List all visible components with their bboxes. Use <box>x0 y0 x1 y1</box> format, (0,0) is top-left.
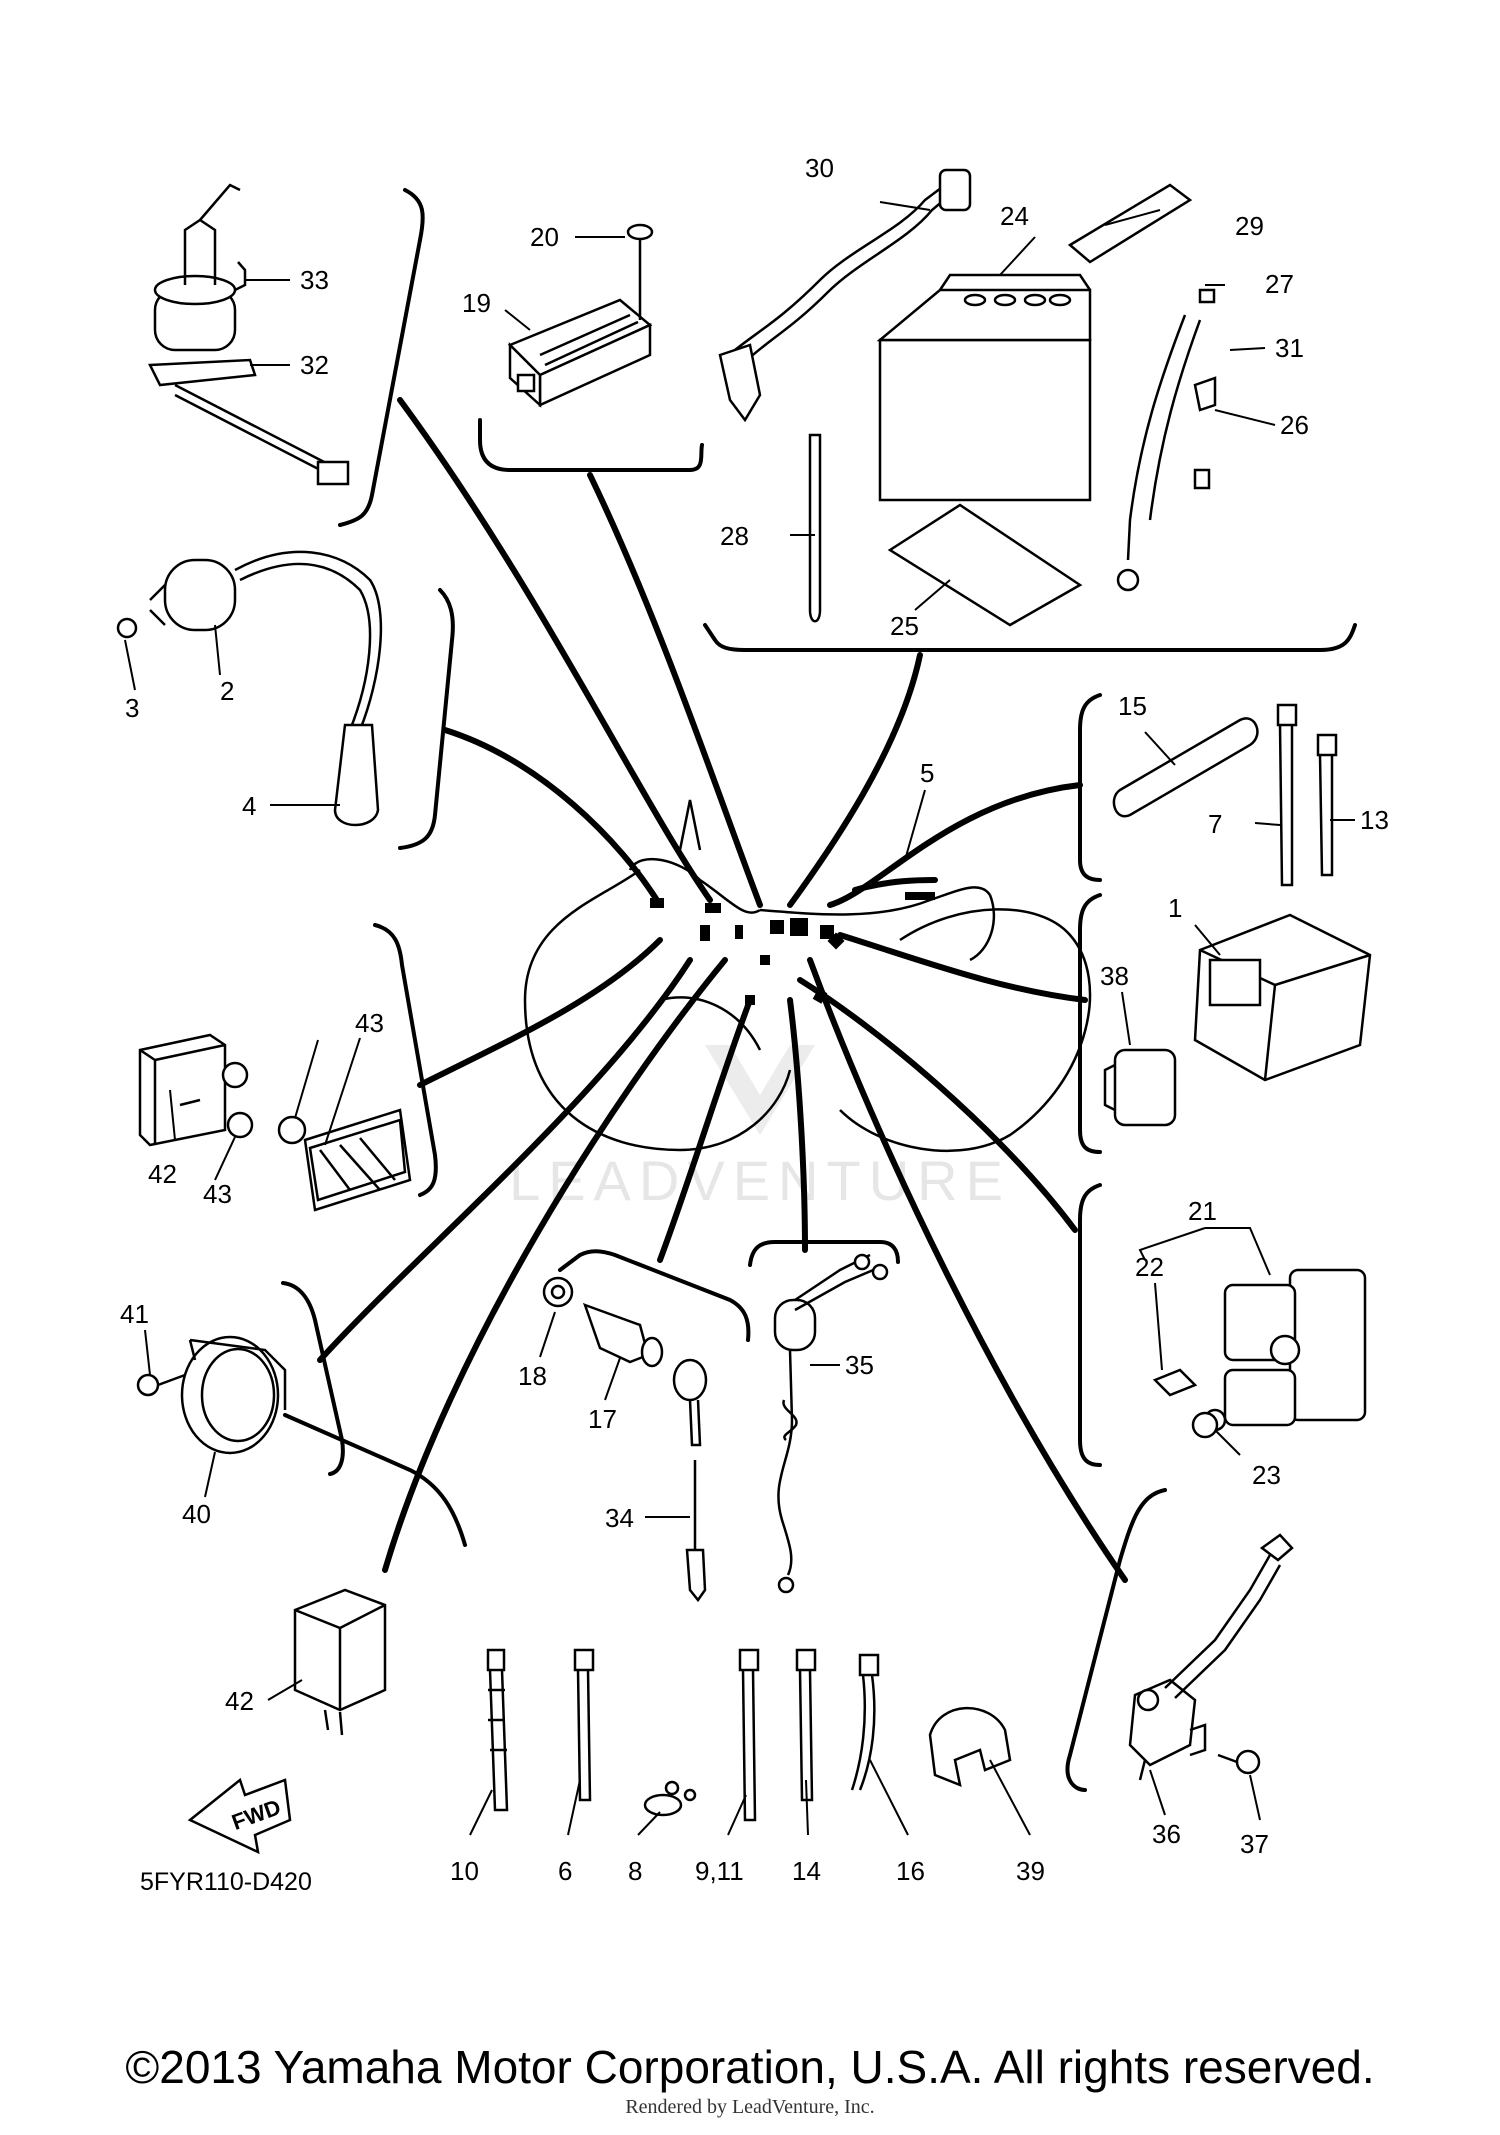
label-17: 18 <box>518 1361 547 1391</box>
label-10: 10 <box>450 1856 479 1886</box>
label-4: 4 <box>242 791 256 821</box>
starter-relay-drawing <box>1152 1268 1367 1439</box>
label-29: 30 <box>805 153 834 183</box>
rendered-by-note: Rendered by LeadVenture, Inc. <box>625 2096 875 2118</box>
ignition-coil-drawing <box>116 550 383 827</box>
label-23: 24 <box>1000 201 1029 231</box>
harness-connectors <box>650 892 935 1005</box>
label-32: 33 <box>300 265 329 295</box>
label-38: 39 <box>1016 1856 1045 1886</box>
label-2: 2 <box>220 676 234 706</box>
copyright-notice: ©2013 Yamaha Motor Corporation, U.S.A. A… <box>125 2041 1375 2093</box>
label-leaders <box>124 201 1355 1836</box>
rectifier-drawing <box>507 223 654 408</box>
label-9-11: 9,11 <box>695 1856 744 1886</box>
label-30: 31 <box>1275 333 1304 363</box>
tube-and-ties-drawing <box>1112 703 1338 887</box>
label-25: 26 <box>1280 410 1309 440</box>
sidestand-switch-drawing <box>1128 1533 1294 1781</box>
label-41: 42 <box>225 1686 254 1716</box>
label-28: 29 <box>1235 211 1264 241</box>
label-43-left: 43 <box>203 1179 232 1209</box>
relay-41-drawing <box>293 1588 387 1736</box>
label-21: 22 <box>1135 1252 1164 1282</box>
label-42-right: 43 <box>355 1008 384 1038</box>
label-26: 27 <box>1265 269 1294 299</box>
label-20: 21 <box>1188 1196 1217 1226</box>
part-labels: 33 32 20 19 30 24 29 27 31 26 28 25 2 3 … <box>120 153 1389 1896</box>
label-15: 16 <box>896 1856 925 1886</box>
label-31: 32 <box>300 350 329 380</box>
label-3: 3 <box>125 693 139 723</box>
lights-drawing <box>138 1033 412 1212</box>
label-12: 13 <box>1360 805 1389 835</box>
label-18: 19 <box>462 288 491 318</box>
rear-brake-switch-drawing <box>773 1253 889 1594</box>
label-34: 35 <box>845 1350 874 1380</box>
label-40: 41 <box>120 1299 149 1329</box>
label-24: 25 <box>890 611 919 641</box>
label-6: 6 <box>558 1856 572 1886</box>
label-36: 37 <box>1240 1829 1269 1859</box>
label-37: 38 <box>1100 961 1129 991</box>
group-brackets <box>281 188 1357 1792</box>
label-5: 5 <box>920 758 934 788</box>
label-27: 28 <box>720 521 749 551</box>
label-14: 15 <box>1118 691 1147 721</box>
motorcycle-outline <box>523 799 1092 1152</box>
label-39: 40 <box>182 1499 211 1529</box>
fwd-arrow: FWD <box>187 1777 292 1855</box>
horn-drawing <box>136 1335 287 1455</box>
label-33: 34 <box>605 1503 634 1533</box>
label-1: 1 <box>1168 893 1182 923</box>
label-7: 7 <box>1208 809 1222 839</box>
connection-lines <box>317 397 1128 1583</box>
neutral-switch-drawing <box>542 1276 708 1603</box>
watermark-text: LEADVENTURE <box>509 1149 1011 1212</box>
label-8: 8 <box>628 1856 642 1886</box>
cdi-unit-drawing <box>1103 913 1372 1127</box>
label-35: 36 <box>1152 1819 1181 1849</box>
watermark-logo: LEADVENTURE <box>509 1045 1011 1212</box>
label-19: 20 <box>530 222 559 252</box>
label-42-left: 42 <box>148 1159 177 1189</box>
label-13: 14 <box>792 1856 821 1886</box>
battery-drawing <box>718 168 1217 627</box>
clamps-drawing <box>486 1648 1012 1822</box>
ignition-switch-drawing <box>148 183 350 486</box>
diagram-code: 5FYR110-D420 <box>140 1868 312 1896</box>
label-22: 23 <box>1252 1460 1281 1490</box>
label-16: 17 <box>588 1404 617 1434</box>
